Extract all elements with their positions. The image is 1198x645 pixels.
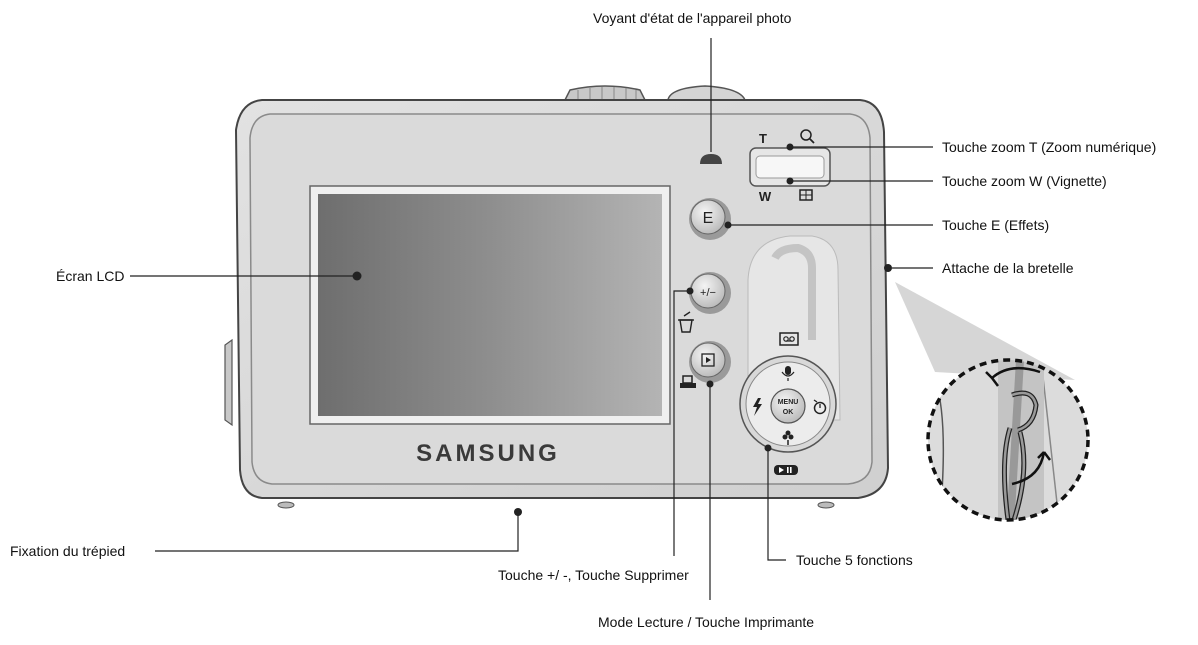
label-status-lamp: Voyant d'état de l'appareil photo — [593, 10, 792, 26]
thumbnail-icon — [799, 189, 813, 201]
plus-minus-glyph: +/− — [700, 287, 716, 299]
menu-label: MENU — [778, 399, 799, 406]
shutter-button[interactable] — [667, 85, 747, 101]
label-play-print: Mode Lecture / Touche Imprimante — [598, 614, 815, 630]
label-e-button: Touche E (Effets) — [942, 217, 1050, 233]
e-letter: E — [703, 210, 714, 227]
ok-label: OK — [783, 409, 794, 416]
label-plus-minus: Touche +/ -, Touche Supprimer — [498, 567, 689, 583]
e-button[interactable]: E — [689, 198, 731, 240]
callout-leaders — [130, 38, 933, 600]
strap-detail-inset — [895, 282, 1090, 522]
callout-dots — [352, 143, 794, 516]
play-icon — [701, 353, 715, 367]
microphone-icon — [781, 366, 795, 381]
delete-icon — [678, 311, 694, 333]
flash-icon — [753, 398, 762, 416]
zoom-rocker[interactable]: T W — [749, 129, 831, 204]
brand-logo: SAMSUNG — [416, 440, 560, 467]
label-zoom-w: Touche zoom W (Vignette) — [942, 173, 1107, 189]
status-lamp — [700, 154, 722, 164]
zoom-w-letter: W — [759, 189, 772, 204]
strap-eyelet — [884, 264, 892, 272]
label-strap: Attache de la bretelle — [942, 260, 1074, 276]
plus-minus-button[interactable]: +/− — [689, 272, 731, 314]
play-pause-icon — [774, 465, 798, 475]
self-timer-icon — [813, 399, 827, 415]
play-button[interactable] — [689, 341, 731, 383]
zoom-t-letter: T — [759, 131, 767, 146]
label-tripod: Fixation du trépied — [10, 543, 126, 559]
mode-dial[interactable] — [563, 85, 647, 101]
macro-icon — [782, 430, 794, 445]
printer-icon — [680, 375, 696, 388]
label-five-function: Touche 5 fonctions — [796, 552, 913, 568]
lcd-screen — [309, 185, 671, 425]
magnifier-icon — [800, 129, 815, 144]
label-lcd: Écran LCD — [56, 268, 125, 284]
label-zoom-t: Touche zoom T (Zoom numérique) — [942, 139, 1157, 155]
voice-memo-icon — [779, 332, 799, 346]
menu-ok-button[interactable]: MENU OK — [770, 388, 806, 424]
